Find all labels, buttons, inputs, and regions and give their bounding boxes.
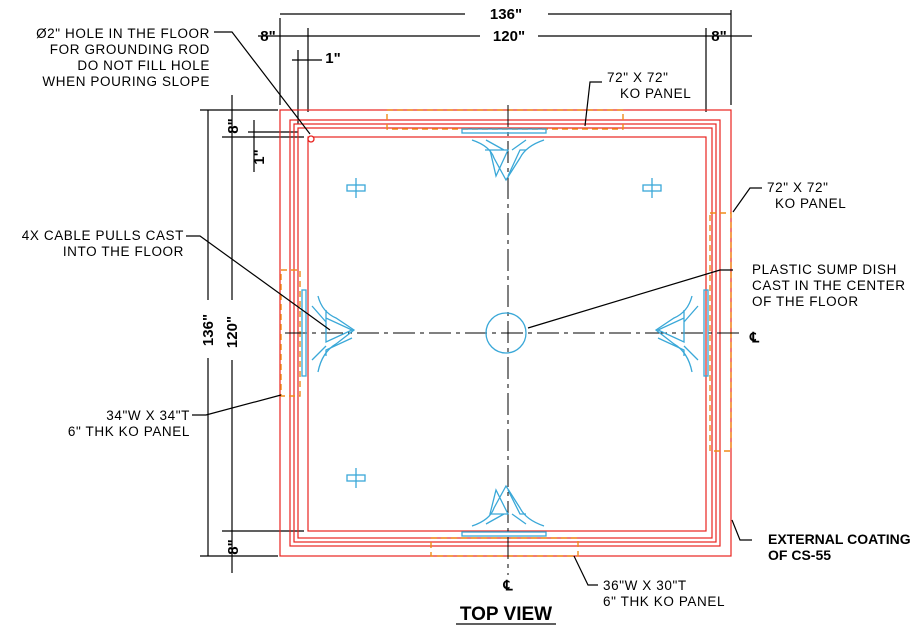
left-offset-label: 8": [260, 28, 275, 45]
ko-panel-top-note: 72" X 72" KO PANEL: [607, 70, 691, 101]
sump-dish-icon: [485, 312, 527, 354]
ko-panel-right: [709, 212, 732, 452]
insert-top-right-icon: [642, 178, 662, 198]
cable-pull-top-icon: [461, 128, 547, 182]
ko-top-note-line-2: KO PANEL: [620, 86, 691, 101]
inserts: [346, 178, 662, 488]
cable-pull-bottom-icon: [461, 484, 547, 537]
ko-top-note-line-1: 72" X 72": [607, 70, 669, 85]
bottom-offset-label: 8": [225, 539, 242, 554]
ko-panel-left-note: 34"W X 34"T 6" THK KO PANEL: [68, 408, 190, 439]
ko-right-note-line-1: 72" X 72": [767, 180, 829, 195]
coating-note-line-2: OF CS-55: [768, 547, 831, 563]
ko-panel-bottom-note: 36"W X 30"T 6" THK KO PANEL: [603, 578, 725, 609]
centerline-mark-right: ℄: [749, 329, 760, 345]
ko-bottom-note-line-1: 36"W X 30"T: [603, 578, 687, 593]
cable-note-line-2: INTO THE FLOOR: [63, 244, 184, 259]
cable-pulls-note: 4X CABLE PULLS CAST INTO THE FLOOR: [22, 228, 184, 259]
coating-note-line-1: EXTERNAL COATING: [768, 531, 911, 547]
ko-right-note-line-2: KO PANEL: [775, 196, 846, 211]
inner-height-label: 120": [224, 316, 241, 348]
insert-top-left-icon: [346, 178, 366, 198]
grounding-hole-icon: [307, 135, 315, 143]
hole-offset-label: 1": [325, 50, 340, 67]
overall-width-dimension: 136": [279, 6, 732, 105]
sump-dish-note: PLASTIC SUMP DISH CAST IN THE CENTER OF …: [752, 262, 906, 309]
overall-height-label: 136": [200, 314, 217, 346]
ko-left-note-line-1: 34"W X 34"T: [106, 408, 190, 423]
inner-height-dimension: 120" 8" 8": [222, 95, 304, 573]
cable-pull-left-icon: [301, 289, 356, 377]
grounding-note-line-3: DO NOT FILL HOLE: [77, 58, 210, 73]
inner-width-dimension: 8" 120" 8": [258, 28, 752, 112]
grounding-note-line-1: Ø2" HOLE IN THE FLOOR: [36, 26, 210, 41]
sump-note-line-1: PLASTIC SUMP DISH: [752, 262, 897, 277]
side-hole-offset-label: 1": [251, 149, 268, 164]
grounding-note-line-2: FOR GROUNDING ROD: [50, 42, 210, 57]
top-offset-label: 8": [225, 118, 242, 133]
insert-bottom-left-icon: [346, 468, 366, 488]
ko-left-note-line-2: 6" THK KO PANEL: [68, 424, 190, 439]
ko-panel-bottom: [430, 537, 579, 557]
inner-width-label: 120": [493, 28, 525, 45]
cable-note-line-1: 4X CABLE PULLS CAST: [22, 228, 184, 243]
grounding-note-line-4: WHEN POURING SLOPE: [42, 74, 210, 89]
ko-panel-right-note: 72" X 72" KO PANEL: [767, 180, 846, 211]
center-lines: [285, 105, 740, 575]
grounding-hole-note: Ø2" HOLE IN THE FLOOR FOR GROUNDING ROD …: [36, 26, 210, 89]
overall-height-dimension: 136": [200, 109, 278, 557]
sump-note-line-3: OF THE FLOOR: [752, 294, 859, 309]
right-offset-label: 8": [711, 28, 726, 45]
centerline-mark-bottom: ℄: [503, 577, 514, 593]
cable-pull-right-icon: [654, 289, 709, 377]
leader-lines: [186, 31, 762, 586]
ko-bottom-note-line-2: 6" THK KO PANEL: [603, 594, 725, 609]
hole-offset-dimension: 1": [292, 50, 341, 124]
sump-note-line-2: CAST IN THE CENTER: [752, 278, 906, 293]
overall-width-label: 136": [490, 6, 522, 23]
external-coating-note: EXTERNAL COATING OF CS-55: [768, 531, 911, 563]
view-title: TOP VIEW: [460, 604, 552, 625]
